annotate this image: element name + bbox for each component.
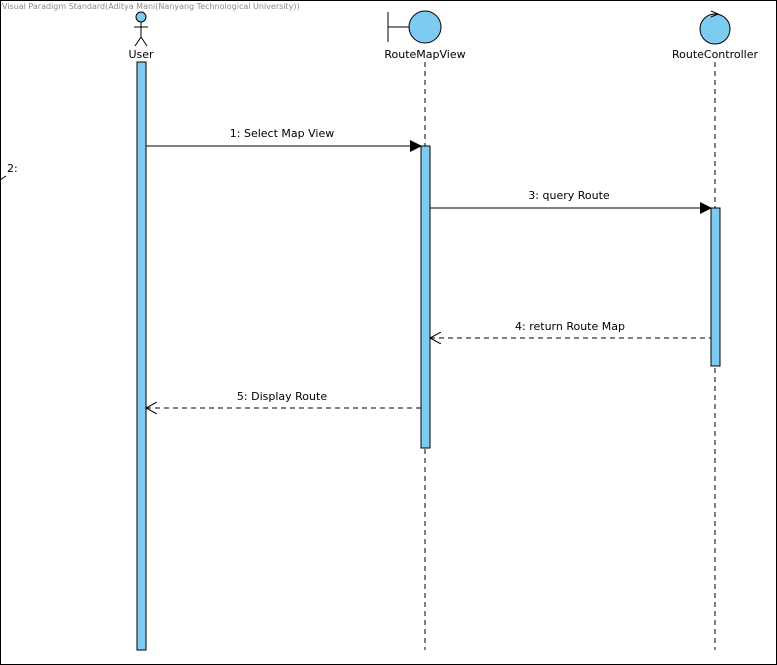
message-1-label: 1: Select Map View [230, 127, 334, 140]
user-actor-icon [134, 11, 148, 47]
message-5-label: 5: Display Route [237, 390, 327, 403]
control-icon [699, 10, 731, 45]
lifeline-view-label: RouteMapView [384, 48, 465, 61]
lifeline-controller-label: RouteController [672, 48, 759, 61]
message-4-label: 4: return Route Map [515, 320, 625, 333]
message-2-label: 2: [7, 162, 18, 175]
lifeline-user-label: User [128, 48, 154, 61]
watermark: Visual Paradigm Standard(Aditya Mani(Nan… [2, 2, 300, 11]
activation-controller [710, 207, 721, 367]
activation-view [420, 145, 431, 449]
message-3-label: 3: query Route [528, 189, 610, 202]
activation-user [136, 61, 147, 651]
boundary-icon [387, 10, 442, 44]
message-2-arrow [0, 175, 7, 181]
